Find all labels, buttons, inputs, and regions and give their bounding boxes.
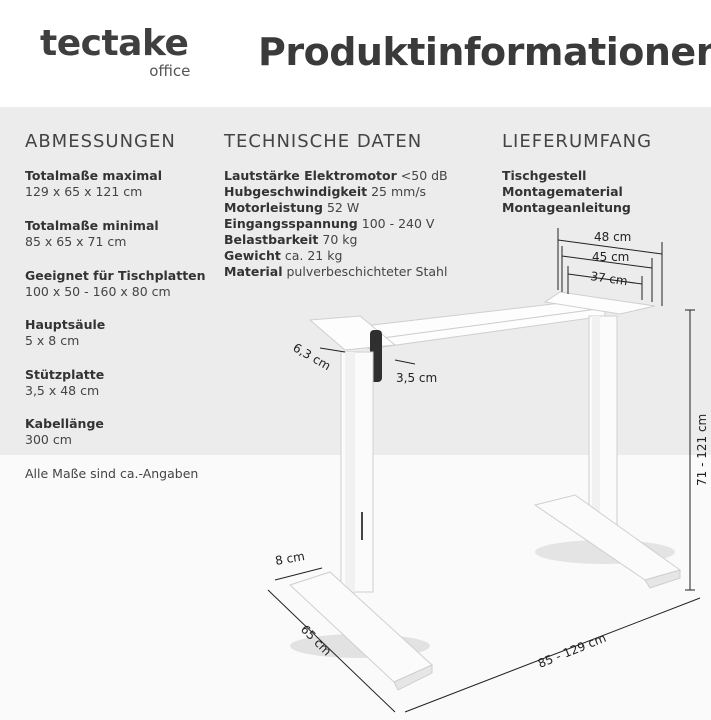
delivery-item-label: Montagematerial bbox=[502, 184, 623, 199]
technical-value: 52 W bbox=[326, 200, 360, 215]
dimension-label: Totalmaße maximal bbox=[25, 168, 162, 183]
dimension-label: Stützplatte bbox=[25, 367, 105, 382]
dimension-value: 3,5 x 48 cm bbox=[25, 383, 100, 398]
dim-label-arm-width: 3,5 cm bbox=[396, 371, 437, 385]
delivery-heading: LIEFERUMFANG bbox=[502, 131, 653, 152]
dim-label-foot-width: 8 cm bbox=[274, 549, 306, 568]
dimension-item: Geeignet für Tischplatten 100 x 50 - 160… bbox=[25, 268, 206, 300]
dimension-label: Totalmaße minimal bbox=[25, 218, 159, 233]
technical-label: Gewicht bbox=[224, 248, 281, 263]
dimension-value: 300 cm bbox=[25, 432, 72, 447]
dimension-value: 129 x 65 x 121 cm bbox=[25, 184, 143, 199]
technical-label: Lautstärke Elektromotor bbox=[224, 168, 397, 183]
dimension-value: 85 x 65 x 71 cm bbox=[25, 234, 127, 249]
dimension-item: Totalmaße minimal 85 x 65 x 71 cm bbox=[25, 218, 159, 250]
technical-list: Lautstärke Elektromotor <50 dB Hubgeschw… bbox=[224, 168, 448, 280]
dimension-value: 5 x 8 cm bbox=[25, 333, 80, 348]
dim-label-width: 85 - 129 cm bbox=[536, 631, 608, 671]
technical-item: Motorleistung 52 W bbox=[224, 200, 448, 216]
technical-value: ca. 21 kg bbox=[284, 248, 343, 263]
right-leg bbox=[533, 315, 682, 589]
dim-label-top-37: 37 cm bbox=[590, 269, 629, 288]
technical-label: Eingangsspannung bbox=[224, 216, 358, 231]
technical-heading: TECHNISCHE DATEN bbox=[224, 131, 423, 152]
dimension-label: Hauptsäule bbox=[25, 317, 106, 332]
technical-item: Eingangsspannung 100 - 240 V bbox=[224, 216, 448, 232]
delivery-item: Tischgestell bbox=[502, 168, 631, 184]
technical-label: Hubgeschwindigkeit bbox=[224, 184, 368, 199]
dimension-item: Hauptsäule 5 x 8 cm bbox=[25, 317, 105, 349]
dimensions-heading: ABMESSUNGEN bbox=[25, 131, 176, 152]
header bbox=[0, 0, 711, 107]
dimension-lines bbox=[267, 228, 701, 713]
page-title: Produktinformationen bbox=[258, 30, 711, 74]
technical-item: Material pulverbeschichteter Stahl bbox=[224, 264, 448, 280]
dimensions-note: Alle Maße sind ca.-Angaben bbox=[25, 466, 199, 481]
dim-label-arm-height: 6,3 cm bbox=[291, 340, 334, 373]
technical-label: Motorleistung bbox=[224, 200, 323, 215]
technical-value: 70 kg bbox=[322, 232, 358, 247]
dimension-item: Stützplatte 3,5 x 48 cm bbox=[25, 367, 104, 399]
technical-label: Belastbarkeit bbox=[224, 232, 319, 247]
technical-label: Material bbox=[224, 264, 283, 279]
delivery-item-label: Tischgestell bbox=[502, 168, 587, 183]
dimension-label: Kabellänge bbox=[25, 416, 104, 431]
dim-label-top-48: 48 cm bbox=[594, 230, 631, 244]
delivery-item-label: Montageanleitung bbox=[502, 200, 631, 215]
brand-sub: office bbox=[149, 62, 191, 80]
delivery-item: Montagematerial bbox=[502, 184, 631, 200]
delivery-list: Tischgestell Montagematerial Montageanle… bbox=[502, 168, 631, 216]
technical-item: Belastbarkeit 70 kg bbox=[224, 232, 448, 248]
dimension-value: 100 x 50 - 160 x 80 cm bbox=[25, 284, 171, 299]
dim-label-height: 71 - 121 cm bbox=[695, 414, 709, 486]
left-leg bbox=[289, 351, 433, 691]
technical-item: Gewicht ca. 21 kg bbox=[224, 248, 448, 264]
technical-item: Lautstärke Elektromotor <50 dB bbox=[224, 168, 448, 184]
delivery-item: Montageanleitung bbox=[502, 200, 631, 216]
dimension-item: Kabellänge 300 cm bbox=[25, 416, 104, 448]
brand-name: tectake bbox=[40, 23, 189, 64]
technical-value: 100 - 240 V bbox=[361, 216, 435, 231]
dimension-item: Totalmaße maximal 129 x 65 x 121 cm bbox=[25, 168, 162, 200]
technical-value: 25 mm/s bbox=[371, 184, 427, 199]
technical-value: <50 dB bbox=[400, 168, 448, 183]
brand-logo: tectake office bbox=[40, 23, 190, 81]
dimension-label: Geeignet für Tischplatten bbox=[25, 268, 206, 283]
technical-value: pulverbeschichteter Stahl bbox=[286, 264, 448, 279]
technical-item: Hubgeschwindigkeit 25 mm/s bbox=[224, 184, 448, 200]
dim-label-top-45: 45 cm bbox=[592, 250, 629, 264]
